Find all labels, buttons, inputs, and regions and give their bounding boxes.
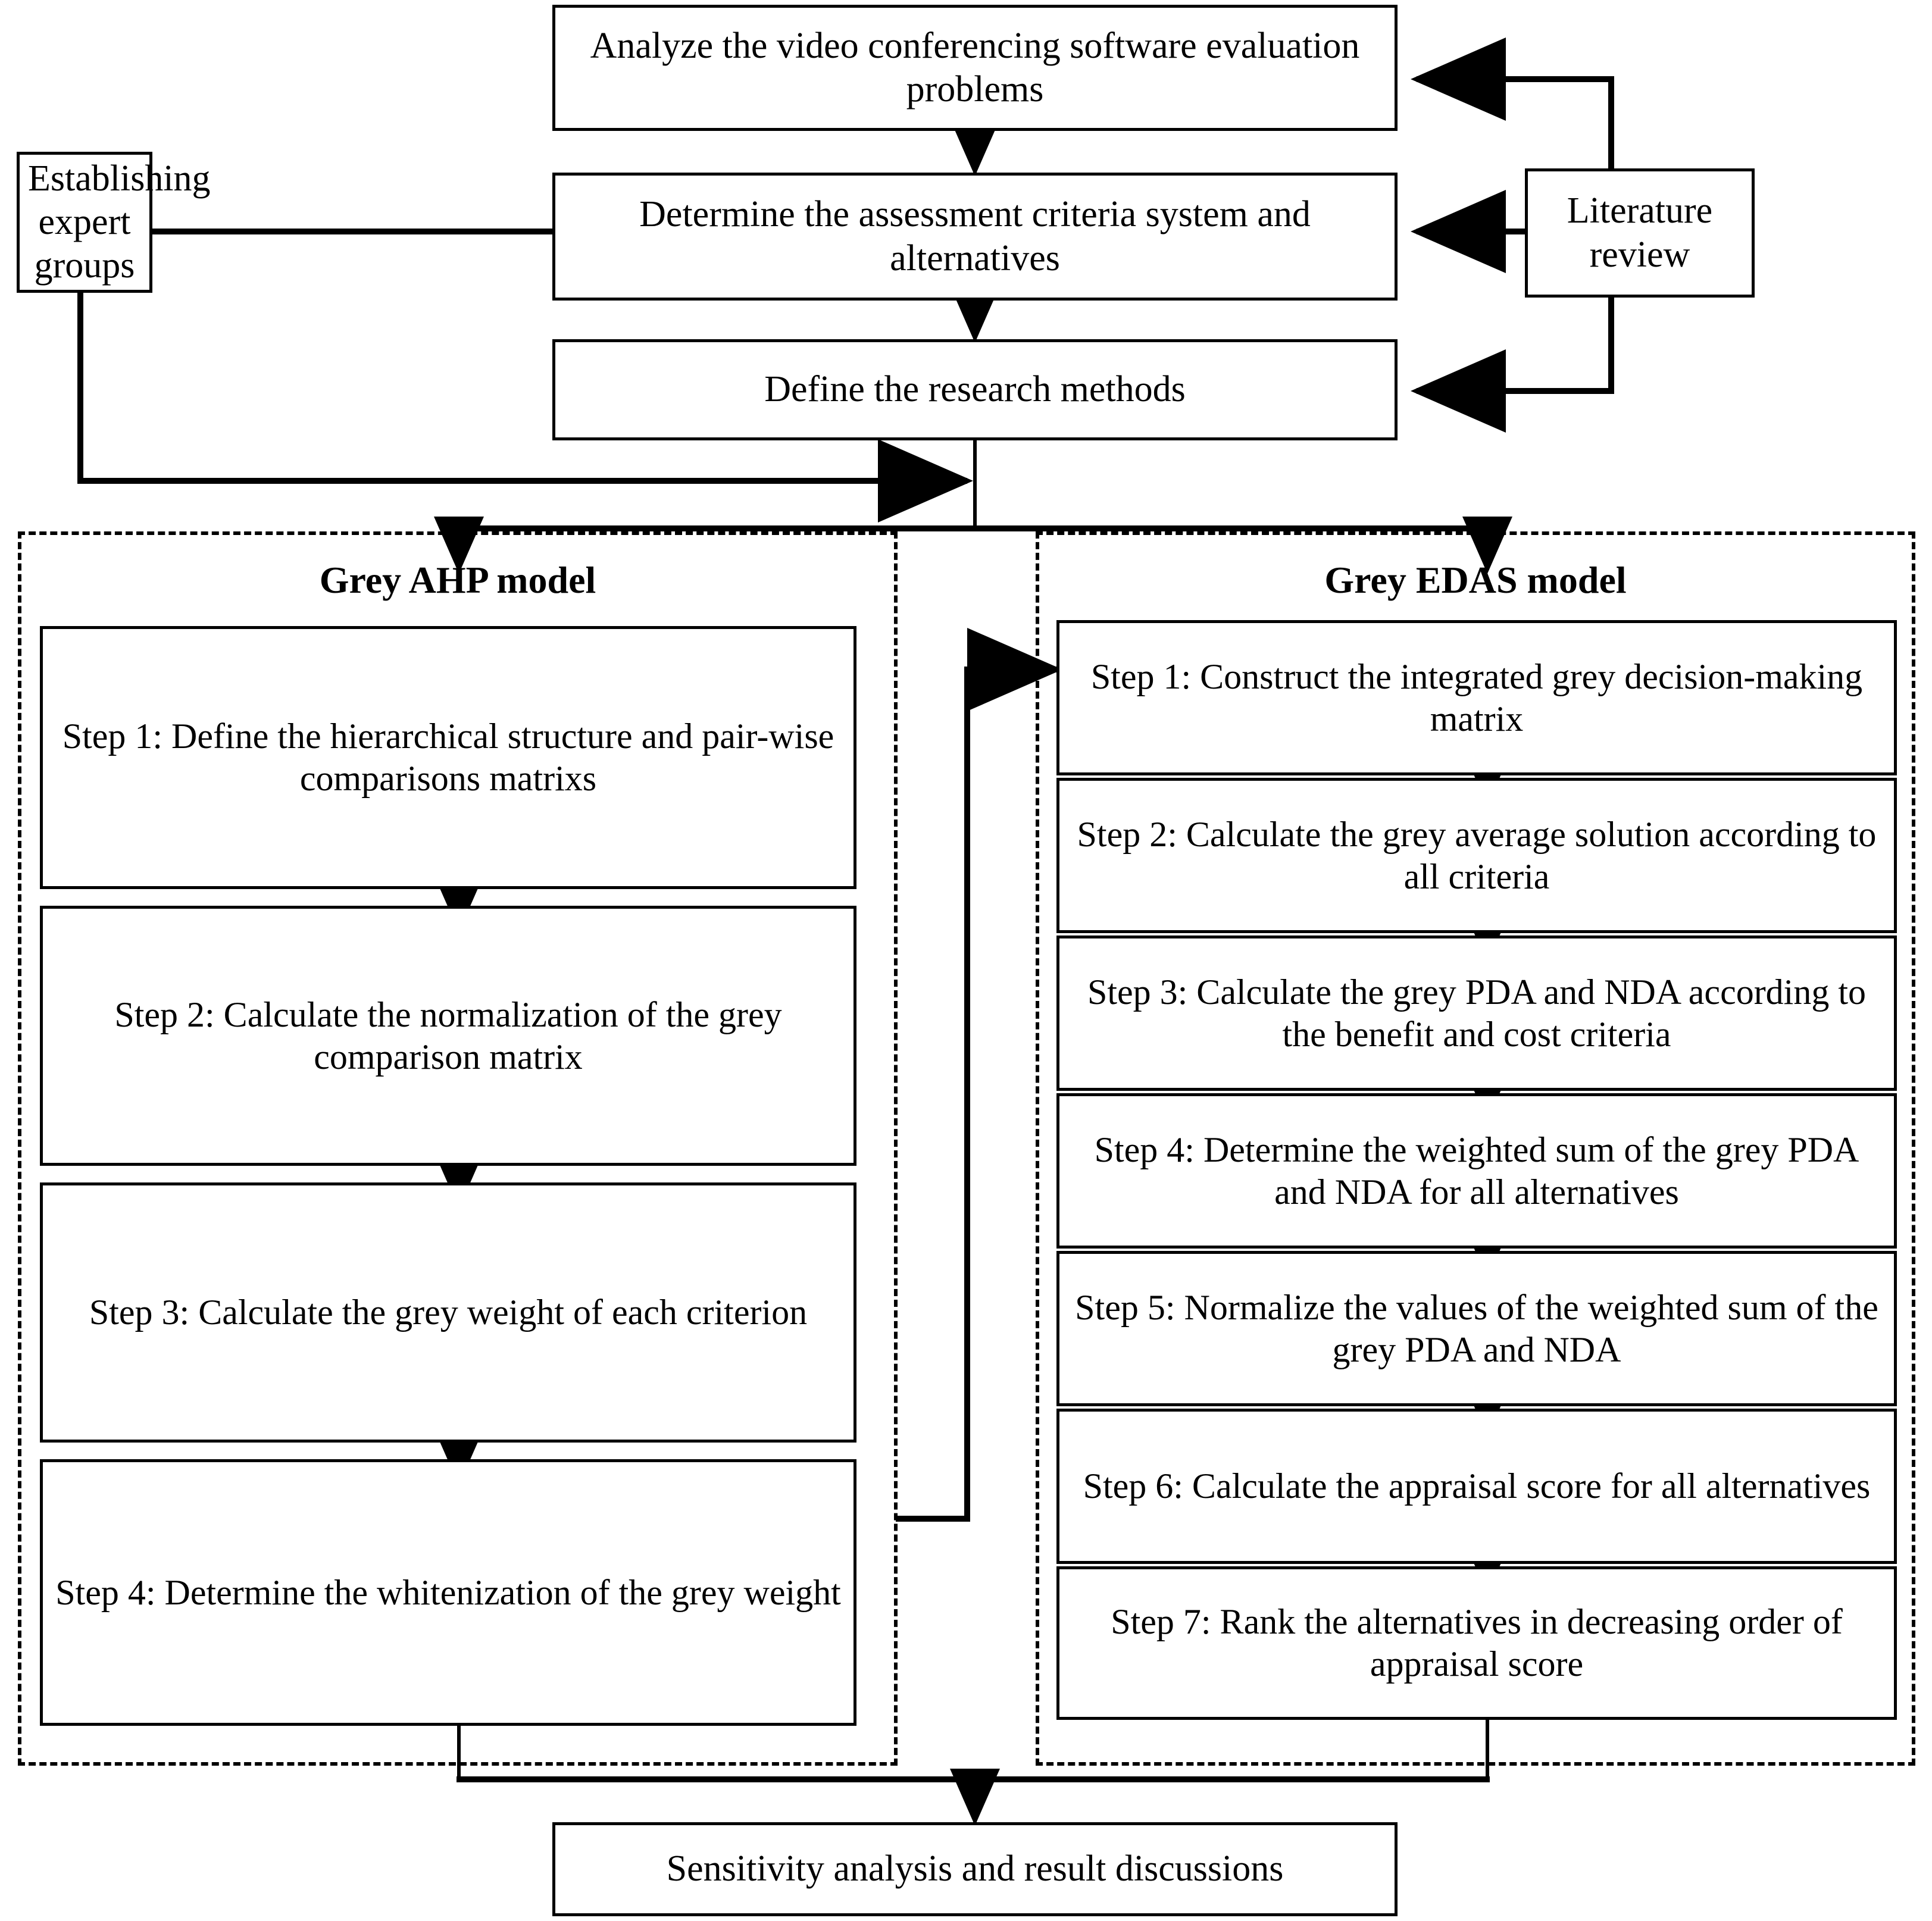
edas-step-2[interactable]: Step 2: Calculate the grey average solut… <box>1056 778 1897 933</box>
group-grey-ahp-title: Grey AHP model <box>18 558 898 602</box>
node-define-methods-label: Define the research methods <box>764 369 1186 410</box>
node-sensitivity-analysis[interactable]: Sensitivity analysis and result discussi… <box>552 1822 1398 1916</box>
node-determine-criteria-label: Determine the assessment criteria system… <box>639 194 1311 279</box>
node-determine-criteria[interactable]: Determine the assessment criteria system… <box>552 173 1398 301</box>
edas-step-4[interactable]: Step 4: Determine the weighted sum of th… <box>1056 1093 1897 1249</box>
edas-step-3[interactable]: Step 3: Calculate the grey PDA and NDA a… <box>1056 936 1897 1091</box>
arrow-literature-to-analyze <box>1411 37 1614 168</box>
edas-step-1-label: Step 1: Construct the integrated grey de… <box>1090 656 1863 739</box>
edas-step-6[interactable]: Step 6: Calculate the appraisal score fo… <box>1056 1409 1897 1564</box>
node-analyze-problems-label: Analyze the video conferencing software … <box>590 25 1360 109</box>
ahp-step-2[interactable]: Step 2: Calculate the normalization of t… <box>40 906 856 1166</box>
edas-step-1[interactable]: Step 1: Construct the integrated grey de… <box>1056 620 1897 775</box>
group-grey-edas-title-label: Grey EDAS model <box>1324 559 1627 601</box>
group-grey-edas-title: Grey EDAS model <box>1036 558 1915 602</box>
node-expert-groups-label: Establishing expert groups <box>28 158 211 286</box>
ahp-step-4[interactable]: Step 4: Determine the whitenization of t… <box>40 1459 856 1726</box>
edas-step-5-label: Step 5: Normalize the values of the weig… <box>1075 1287 1878 1369</box>
ahp-step-1-label: Step 1: Define the hierarchical structur… <box>62 717 834 798</box>
node-sensitivity-analysis-label: Sensitivity analysis and result discussi… <box>666 1848 1284 1889</box>
edas-step-7[interactable]: Step 7: Rank the alternatives in decreas… <box>1056 1566 1897 1720</box>
node-define-methods[interactable]: Define the research methods <box>552 339 1398 440</box>
edas-step-6-label: Step 6: Calculate the appraisal score fo… <box>1083 1466 1871 1506</box>
ahp-step-3[interactable]: Step 3: Calculate the grey weight of eac… <box>40 1182 856 1443</box>
node-literature-review[interactable]: Literature review <box>1525 168 1755 298</box>
ahp-step-4-label: Step 4: Determine the whitenization of t… <box>55 1572 841 1612</box>
edas-step-2-label: Step 2: Calculate the grey average solut… <box>1077 814 1877 896</box>
group-grey-ahp-model <box>18 531 898 1766</box>
edas-step-5[interactable]: Step 5: Normalize the values of the weig… <box>1056 1251 1897 1406</box>
edas-step-7-label: Step 7: Rank the alternatives in decreas… <box>1111 1602 1843 1684</box>
group-grey-ahp-title-label: Grey AHP model <box>319 559 596 601</box>
ahp-step-2-label: Step 2: Calculate the normalization of t… <box>114 994 782 1077</box>
edas-step-3-label: Step 3: Calculate the grey PDA and NDA a… <box>1087 972 1867 1054</box>
node-literature-review-label: Literature review <box>1567 190 1713 275</box>
node-analyze-problems[interactable]: Analyze the video conferencing software … <box>552 5 1398 131</box>
group-grey-edas-model <box>1036 531 1915 1766</box>
ahp-step-3-label: Step 3: Calculate the grey weight of eac… <box>89 1293 808 1332</box>
arrow-literature-to-define <box>1411 298 1614 433</box>
node-expert-groups[interactable]: Establishing expert groups <box>17 152 211 293</box>
edas-step-4-label: Step 4: Determine the weighted sum of th… <box>1094 1130 1859 1212</box>
arrow-ahp-to-edas <box>896 628 1062 1522</box>
ahp-step-1[interactable]: Step 1: Define the hierarchical structur… <box>40 626 856 889</box>
